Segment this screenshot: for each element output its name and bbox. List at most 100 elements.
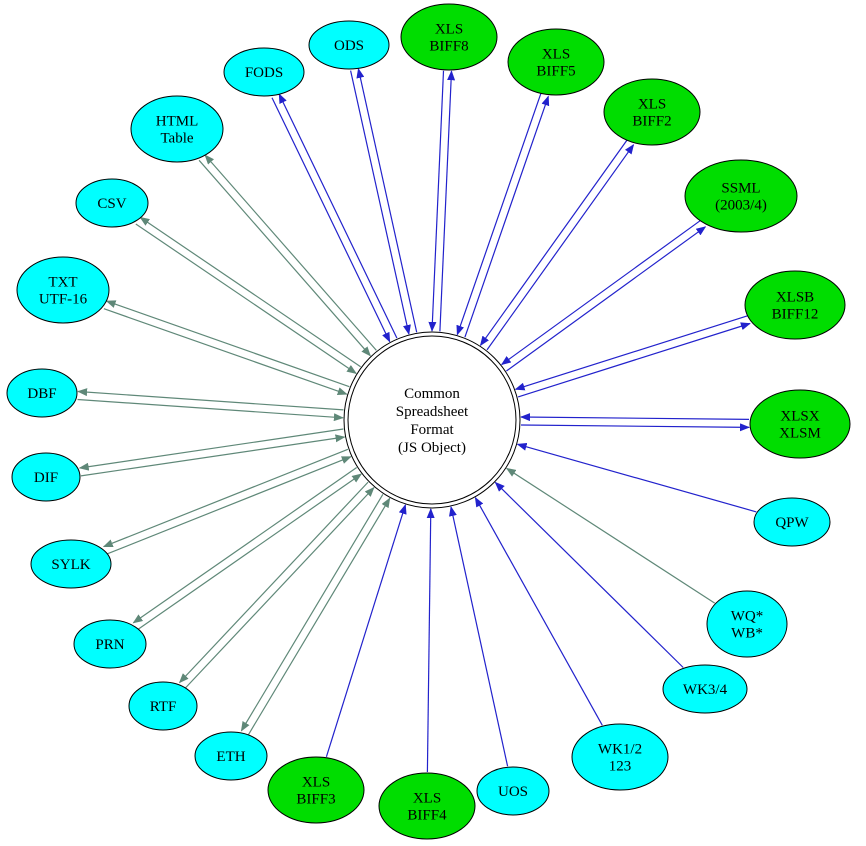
- center-label-line2: Format: [410, 422, 454, 438]
- node-label-wk1-2-123-line1: 123: [609, 759, 632, 775]
- edge-read-fods: [271, 97, 391, 343]
- node-label-rtf-line0: RTF: [150, 699, 177, 715]
- node-label-ssml-line0: SSML: [721, 181, 760, 197]
- node-label-xls-biff5-line1: BIFF5: [536, 64, 575, 80]
- node-ellipse-fods: [223, 47, 305, 97]
- edge-read-sylk: [106, 456, 352, 555]
- node-sylk: SYLK: [30, 539, 112, 589]
- node-fods: FODS: [223, 47, 305, 97]
- node-label-xls-biff4-line0: XLS: [413, 791, 441, 807]
- node-label-wk1-2-123-line0: WK1/2: [598, 742, 642, 758]
- node-rtf: RTF: [128, 681, 198, 731]
- node-label-sylk-line0: SYLK: [51, 557, 90, 573]
- node-wk3-4: WK3/4: [662, 664, 748, 714]
- node-label-xls-biff3-line0: XLS: [302, 775, 330, 791]
- edge-read-prn: [137, 473, 363, 630]
- edge-write-ods: [356, 67, 418, 333]
- edge-read-ods: [350, 70, 411, 335]
- node-label-uos-line0: UOS: [498, 784, 528, 800]
- node-ellipse-sylk: [30, 539, 112, 589]
- edge-write-html-table: [204, 154, 377, 351]
- edge-read-qpw: [516, 442, 757, 513]
- center-label-line0: Common: [404, 386, 460, 402]
- node-label-xlsb-biff12-line0: XLSB: [776, 290, 814, 306]
- node-label-xls-biff2-line0: XLS: [638, 97, 666, 113]
- node-label-dif-line0: DIF: [34, 470, 58, 486]
- edge-layer: [77, 67, 757, 773]
- edge-read-wk3-4: [494, 481, 684, 668]
- edge-read-dbf: [77, 398, 344, 422]
- edge-write-xls-biff5: [464, 95, 550, 338]
- node-ellipse-uos: [476, 766, 550, 816]
- node-label-html-table-line1: Table: [160, 131, 193, 147]
- node-ellipse-xls-biff8: [400, 3, 498, 71]
- edge-write-csv: [139, 216, 361, 368]
- node-ellipse-qpw: [753, 497, 831, 547]
- node-csv: CSV: [75, 178, 149, 228]
- node-ellipse-ods: [308, 20, 390, 70]
- node-label-xls-biff2-line1: BIFF2: [632, 114, 671, 130]
- node-ellipse-xls-biff4: [378, 772, 476, 840]
- edge-read-xls-biff5: [456, 93, 542, 336]
- edge-write-dbf: [77, 388, 344, 411]
- center-label-line3: (JS Object): [398, 440, 466, 456]
- node-label-txt-utf16-line0: TXT: [48, 275, 77, 291]
- node-ellipse-csv: [75, 178, 149, 228]
- node-label-ods-line0: ODS: [334, 38, 364, 54]
- node-label-txt-utf16-line1: UTF-16: [39, 292, 88, 308]
- node-ellipse-xls-biff3: [267, 756, 365, 824]
- node-label-fods-line0: FODS: [245, 65, 283, 81]
- edge-read-wq-wb: [505, 467, 716, 604]
- node-label-prn-line0: PRN: [95, 637, 124, 653]
- node-ellipse-eth: [194, 731, 268, 781]
- node-ellipse-ssml: [684, 159, 798, 233]
- node-ellipse-html-table: [130, 95, 224, 163]
- edge-read-xlsb-biff12: [514, 315, 748, 391]
- node-label-xlsx-xlsm-line1: XLSM: [779, 426, 821, 442]
- node-ellipse-xlsx-xlsm: [749, 389, 851, 459]
- node-ellipse-wk3-4: [662, 664, 748, 714]
- node-label-xls-biff8-line0: XLS: [435, 22, 463, 38]
- edge-read-xlsx-xlsm: [520, 413, 750, 422]
- edge-read-ssml: [500, 219, 702, 366]
- node-dif: DIF: [11, 452, 81, 502]
- edge-read-xls-biff3: [325, 503, 407, 757]
- node-ellipse-prn: [73, 619, 147, 669]
- edge-read-eth: [247, 497, 391, 736]
- node-qpw: QPW: [753, 497, 831, 547]
- edge-write-fods: [278, 93, 398, 339]
- node-label-wq-wb-line1: WB*: [731, 626, 763, 642]
- node-ellipse-xlsb-biff12: [744, 270, 846, 340]
- node-label-xls-biff5-line0: XLS: [542, 47, 570, 63]
- edge-write-prn: [132, 467, 358, 624]
- edge-read-csv: [135, 223, 357, 374]
- edge-write-xlsb-biff12: [517, 322, 751, 398]
- node-ssml: SSML(2003/4): [684, 159, 798, 233]
- edge-read-dif: [80, 434, 346, 477]
- edge-write-dif: [78, 428, 344, 471]
- node-label-xls-biff3-line1: BIFF3: [296, 792, 335, 808]
- node-label-csv-line0: CSV: [97, 196, 126, 212]
- node-label-html-table-line0: HTML: [156, 114, 199, 130]
- node-label-wk3-4-line0: WK3/4: [683, 682, 728, 698]
- node-ellipse-wq-wb: [706, 590, 788, 658]
- edge-write-xlsx-xlsm: [520, 423, 750, 432]
- node-ellipse-dif: [11, 452, 81, 502]
- node-label-xls-biff4-line1: BIFF4: [407, 808, 447, 824]
- node-ellipse-xls-biff5: [507, 28, 605, 96]
- edge-write-eth: [240, 493, 384, 732]
- node-ellipse-txt-utf16: [16, 256, 110, 324]
